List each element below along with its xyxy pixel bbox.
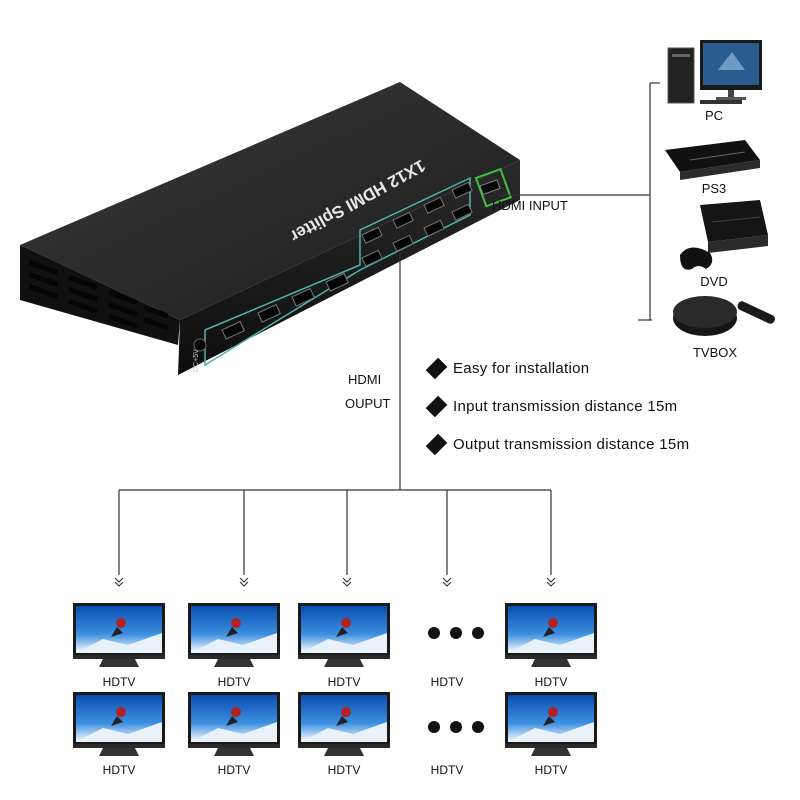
hdtv-label: HDTV bbox=[534, 763, 568, 777]
feature-text: Input transmission distance 15m bbox=[453, 398, 678, 415]
hdtv-icon bbox=[505, 603, 597, 667]
hdtv-icon bbox=[73, 603, 165, 667]
source-label-ps3: PS3 bbox=[701, 181, 727, 196]
feature-text: Output transmission distance 15m bbox=[453, 436, 690, 453]
hdtv-icon bbox=[73, 692, 165, 756]
input-port-highlight bbox=[474, 167, 512, 208]
device-top-face bbox=[20, 82, 520, 320]
feature-text: Easy for installation bbox=[453, 360, 590, 377]
source-label-pc: PC bbox=[704, 108, 724, 123]
feature-item-input-distance: Input transmission distance 15m bbox=[425, 395, 678, 418]
power-socket bbox=[193, 338, 207, 352]
vent-grille bbox=[28, 260, 169, 331]
hdtv-label: HDTV bbox=[217, 763, 251, 777]
output-ports bbox=[221, 181, 473, 340]
hdtv-icon bbox=[188, 603, 280, 667]
hdmi-output-label-line1: HDMI bbox=[348, 372, 382, 387]
chevron-down-icons bbox=[114, 577, 556, 587]
hdtv-label: HDTV bbox=[102, 763, 136, 777]
ps3-console-icon bbox=[665, 140, 760, 180]
ellipsis-dots-row2 bbox=[428, 721, 484, 733]
hdtv-icon bbox=[298, 603, 390, 667]
hdmi-output-label-line2: OUPUT bbox=[345, 396, 391, 411]
output-ports-highlight bbox=[204, 176, 471, 367]
hdmi-input-label: HDMI INPUT bbox=[492, 198, 568, 213]
hdtv-icon bbox=[298, 692, 390, 756]
device-left-side bbox=[20, 245, 180, 345]
tvbox-icon bbox=[673, 296, 775, 336]
hdtv-label: HDTV bbox=[327, 675, 361, 689]
source-label-tvbox: TVBOX bbox=[692, 345, 738, 360]
hdtv-label: HDTV bbox=[217, 675, 251, 689]
feature-item-output-distance: Output transmission distance 15m bbox=[425, 433, 690, 456]
device-power-label: DC+5V bbox=[193, 349, 200, 372]
source-label-dvd: DVD bbox=[700, 274, 728, 289]
hdtv-label: HDTV bbox=[534, 675, 568, 689]
hdtv-icon bbox=[505, 692, 597, 756]
pc-icon bbox=[667, 40, 762, 104]
dvd-player-icon bbox=[680, 200, 768, 270]
hdtv-label: HDTV bbox=[327, 763, 361, 777]
hdtv-label: HDTV bbox=[430, 675, 464, 689]
feature-item-installation: Easy for installation bbox=[425, 357, 590, 380]
hdtv-label: HDTV bbox=[102, 675, 136, 689]
hdtv-icon bbox=[188, 692, 280, 756]
input-port bbox=[479, 179, 501, 196]
hdtv-label: HDTV bbox=[430, 763, 464, 777]
ellipsis-dots-row1 bbox=[428, 627, 484, 639]
